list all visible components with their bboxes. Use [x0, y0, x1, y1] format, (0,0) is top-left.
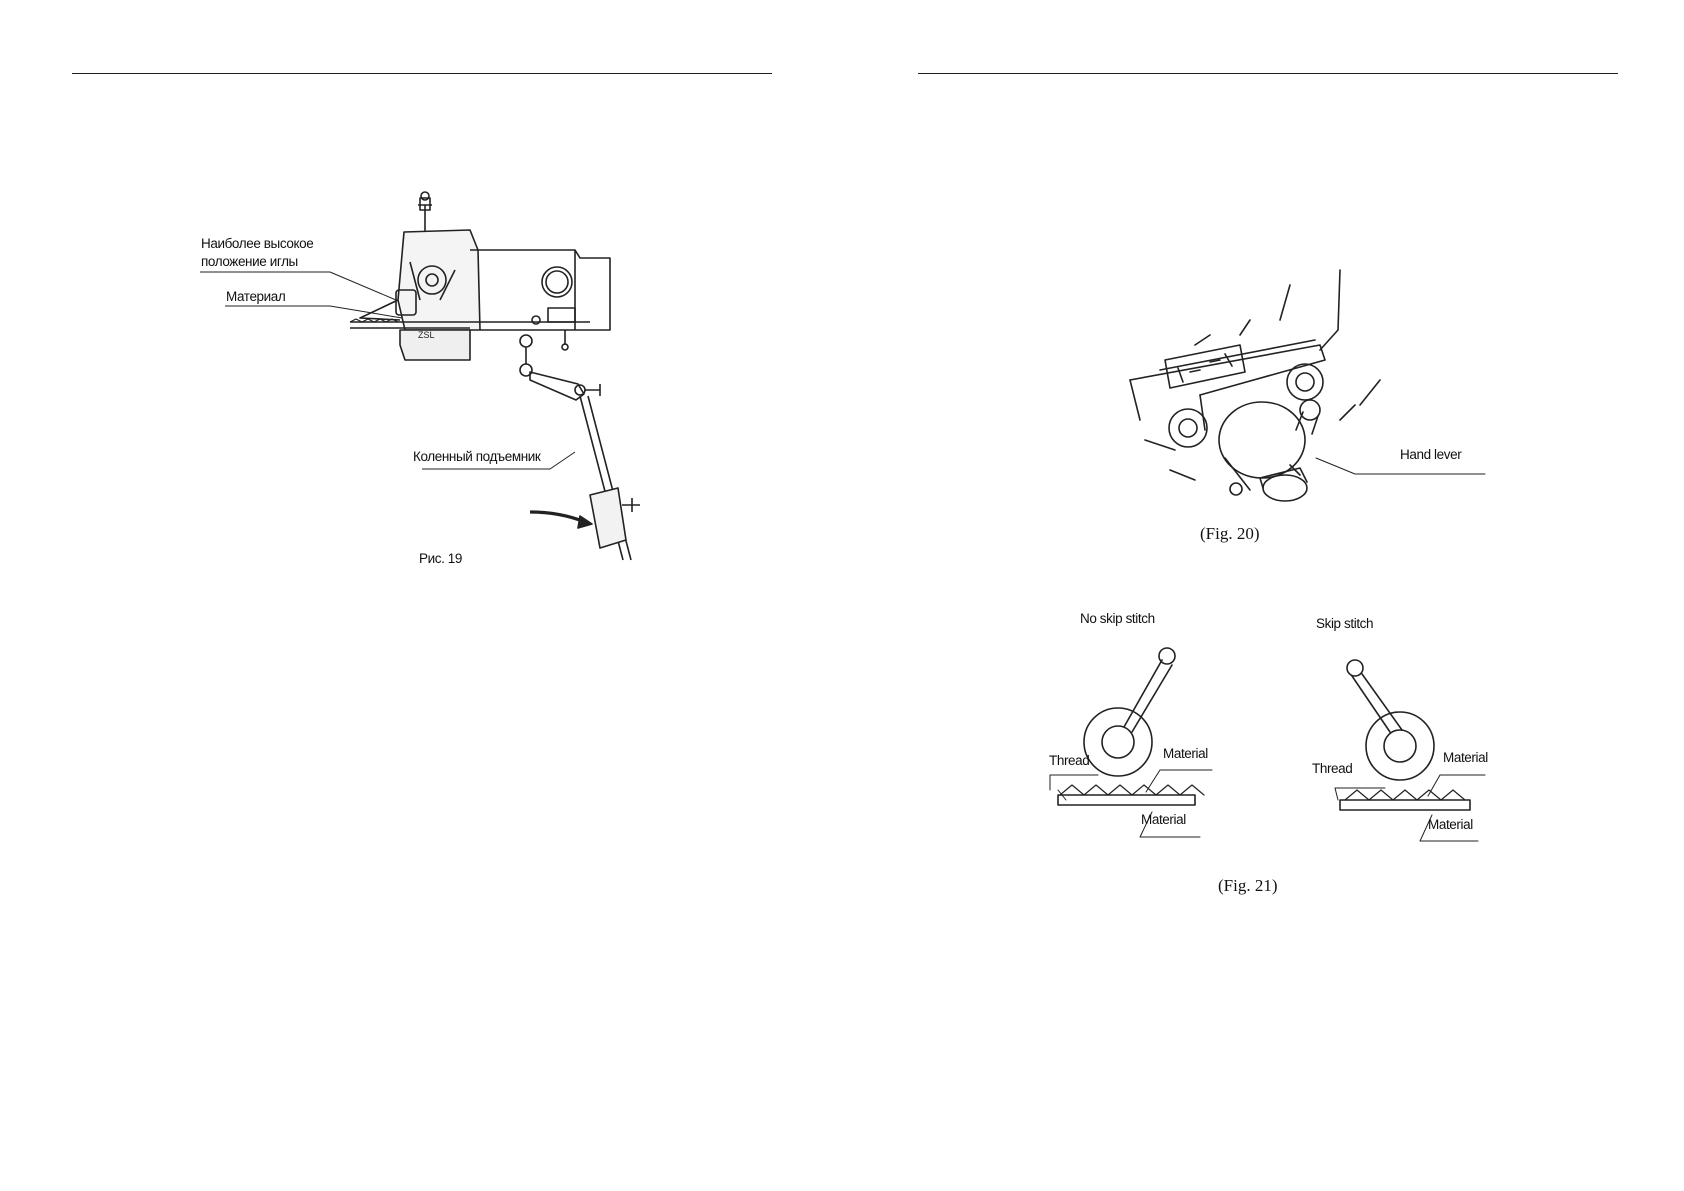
no-skip-material-bottom-label: Material — [1141, 811, 1186, 828]
no-skip-material-top-label: Material — [1163, 745, 1208, 762]
skip-material-top-label: Material — [1443, 749, 1488, 766]
skip-stitch-title: Skip stitch — [1316, 615, 1373, 632]
skip-material-bottom-label: Material — [1428, 816, 1473, 833]
skip-thread-label: Thread — [1312, 760, 1352, 777]
no-skip-stitch-title: No skip stitch — [1080, 610, 1155, 627]
no-skip-thread-label: Thread — [1049, 752, 1089, 769]
figure-21-caption: (Fig. 21) — [1218, 876, 1278, 896]
